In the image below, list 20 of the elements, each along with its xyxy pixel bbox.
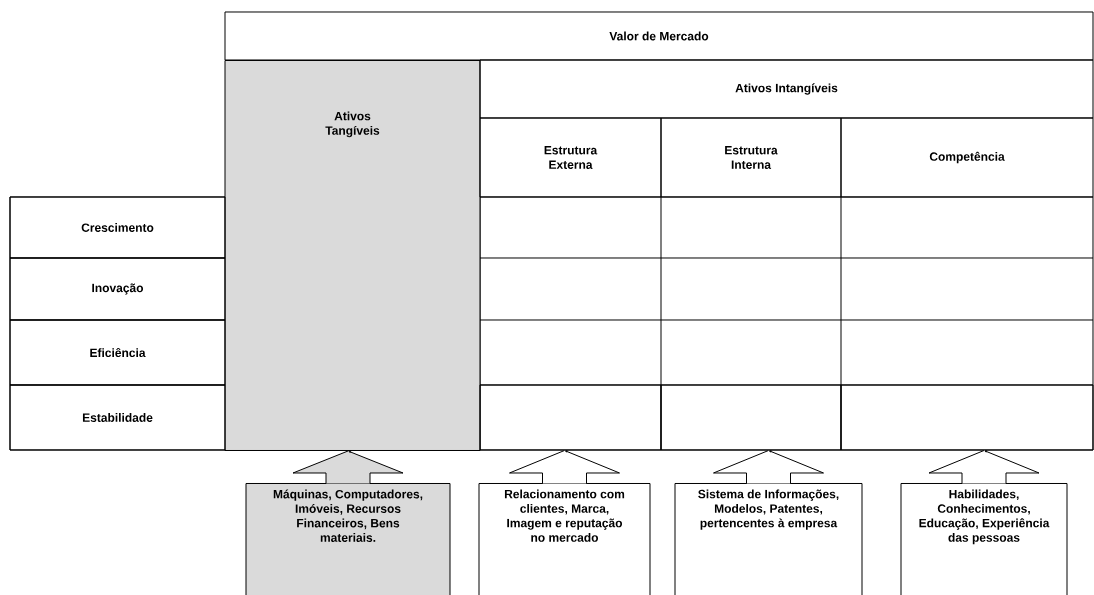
callout-box: Sistema de Informações, Modelos, Patentes, pertencentes à empresa bbox=[674, 483, 863, 595]
row-label-cell: Eficiência bbox=[9, 319, 226, 386]
header-cell: Estrutura Interna bbox=[660, 117, 842, 198]
block-arrow bbox=[713, 450, 824, 485]
header-cell: Ativos Intangíveis bbox=[479, 59, 1094, 119]
header-cell: Estrutura Externa bbox=[479, 117, 662, 198]
callout-box: Relacionamento com clientes, Marca, Imagem e reputação no mercado bbox=[478, 483, 651, 595]
row-label-cell: Estabilidade bbox=[9, 384, 226, 451]
header-cell: Competência bbox=[840, 117, 1094, 198]
row-label-cell: Crescimento bbox=[9, 196, 226, 259]
shaded-column: Ativos Tangíveis bbox=[224, 60, 481, 451]
row-label-cell: Inovação bbox=[9, 257, 226, 321]
header-cell: Valor de Mercado bbox=[224, 11, 1094, 61]
block-arrow bbox=[928, 450, 1040, 485]
table-cell bbox=[479, 384, 662, 451]
table-cell bbox=[660, 384, 842, 451]
table-cell bbox=[840, 384, 1094, 451]
block-arrow bbox=[292, 450, 404, 485]
callout-box: Máquinas, Computadores, Imóveis, Recursos Financeiros, Bens materiais. bbox=[245, 483, 451, 595]
block-arrow bbox=[509, 450, 620, 485]
